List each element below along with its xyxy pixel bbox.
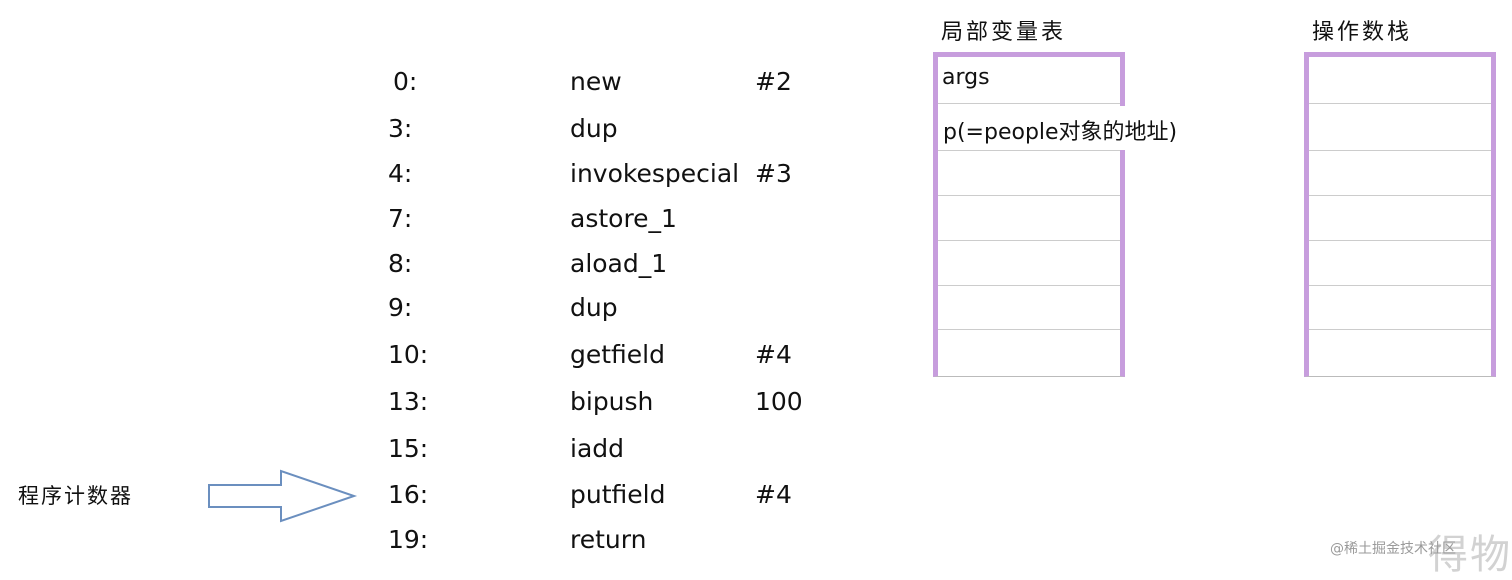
instruction-offset: 10:: [388, 340, 429, 369]
program-counter-arrow-icon: [208, 469, 358, 523]
instruction-row: 8: aload_1: [0, 244, 900, 284]
instruction-operand: #2: [755, 67, 792, 96]
bytecode-listing: 0: new #2 3: dup 4: invokespecial #3 7: …: [0, 62, 900, 560]
instruction-operand: #3: [755, 159, 792, 188]
instruction-row: 9: dup: [0, 288, 900, 328]
instruction-opcode: dup: [570, 293, 618, 322]
operand-stack-slot: [1309, 285, 1491, 329]
instruction-row: 7: astore_1: [0, 199, 900, 239]
local-vars-table: args p(=people对象的地址): [933, 52, 1125, 377]
instruction-operand: 100: [755, 387, 803, 416]
local-var-slot-overflow-text: p(=people对象的地址): [943, 120, 1178, 145]
instruction-offset: 3:: [388, 114, 413, 143]
instruction-opcode: bipush: [570, 387, 654, 416]
local-var-slot: [938, 150, 1120, 195]
instruction-opcode: return: [570, 525, 647, 554]
program-counter-label: 程序计数器: [18, 484, 133, 508]
operand-stack-slot: [1309, 329, 1491, 376]
operand-stack-slot: [1309, 240, 1491, 285]
operand-stack-title: 操作数栈: [1312, 20, 1413, 45]
instruction-offset: 9:: [388, 293, 413, 322]
instruction-opcode: aload_1: [570, 249, 668, 278]
watermark-text: @稀土掘金技术社区: [1330, 541, 1456, 557]
local-var-slot: [938, 195, 1120, 240]
instruction-opcode: invokespecial: [570, 159, 740, 188]
local-var-slot: args: [938, 57, 1120, 103]
local-var-overflow-backdrop: [1120, 106, 1206, 150]
local-var-slot-text: args: [942, 65, 990, 90]
instruction-opcode: new: [570, 67, 622, 96]
instruction-row: 15: iadd: [0, 429, 900, 469]
instruction-offset: 16:: [388, 480, 429, 509]
instruction-row: 19: return: [0, 520, 900, 560]
local-var-slot: [938, 329, 1120, 376]
instruction-offset: 19:: [388, 525, 429, 554]
instruction-operand: #4: [755, 340, 792, 369]
instruction-row: 16: putfield #4: [0, 475, 900, 515]
instruction-row: 0: new #2: [0, 62, 900, 102]
instruction-row: 13: bipush 100: [0, 382, 900, 422]
instruction-row: 4: invokespecial #3: [0, 154, 900, 194]
operand-stack-slot: [1309, 103, 1491, 150]
local-var-slot: p(=people对象的地址): [938, 103, 1120, 150]
local-var-slot: [938, 240, 1120, 285]
instruction-operand: #4: [755, 480, 792, 509]
instruction-offset: 15:: [388, 434, 429, 463]
instruction-row: 10: getfield #4: [0, 335, 900, 375]
local-var-slot: [938, 285, 1120, 329]
operand-stack-slot: [1309, 150, 1491, 195]
instruction-row: 3: dup: [0, 109, 900, 149]
operand-stack-slot: [1309, 57, 1491, 103]
instruction-offset: 4:: [388, 159, 413, 188]
instruction-opcode: getfield: [570, 340, 665, 369]
operand-stack-table: [1304, 52, 1496, 377]
instruction-opcode: dup: [570, 114, 618, 143]
local-vars-title: 局部变量表: [941, 20, 1067, 45]
instruction-offset: 8:: [388, 249, 413, 278]
instruction-offset: 13:: [388, 387, 429, 416]
instruction-opcode: astore_1: [570, 204, 677, 233]
instruction-offset: 7:: [388, 204, 413, 233]
watermark-brand: 得物: [1428, 532, 1512, 578]
instruction-offset: 0:: [393, 67, 418, 96]
instruction-opcode: iadd: [570, 434, 625, 463]
instruction-opcode: putfield: [570, 480, 666, 509]
operand-stack-slot: [1309, 195, 1491, 240]
